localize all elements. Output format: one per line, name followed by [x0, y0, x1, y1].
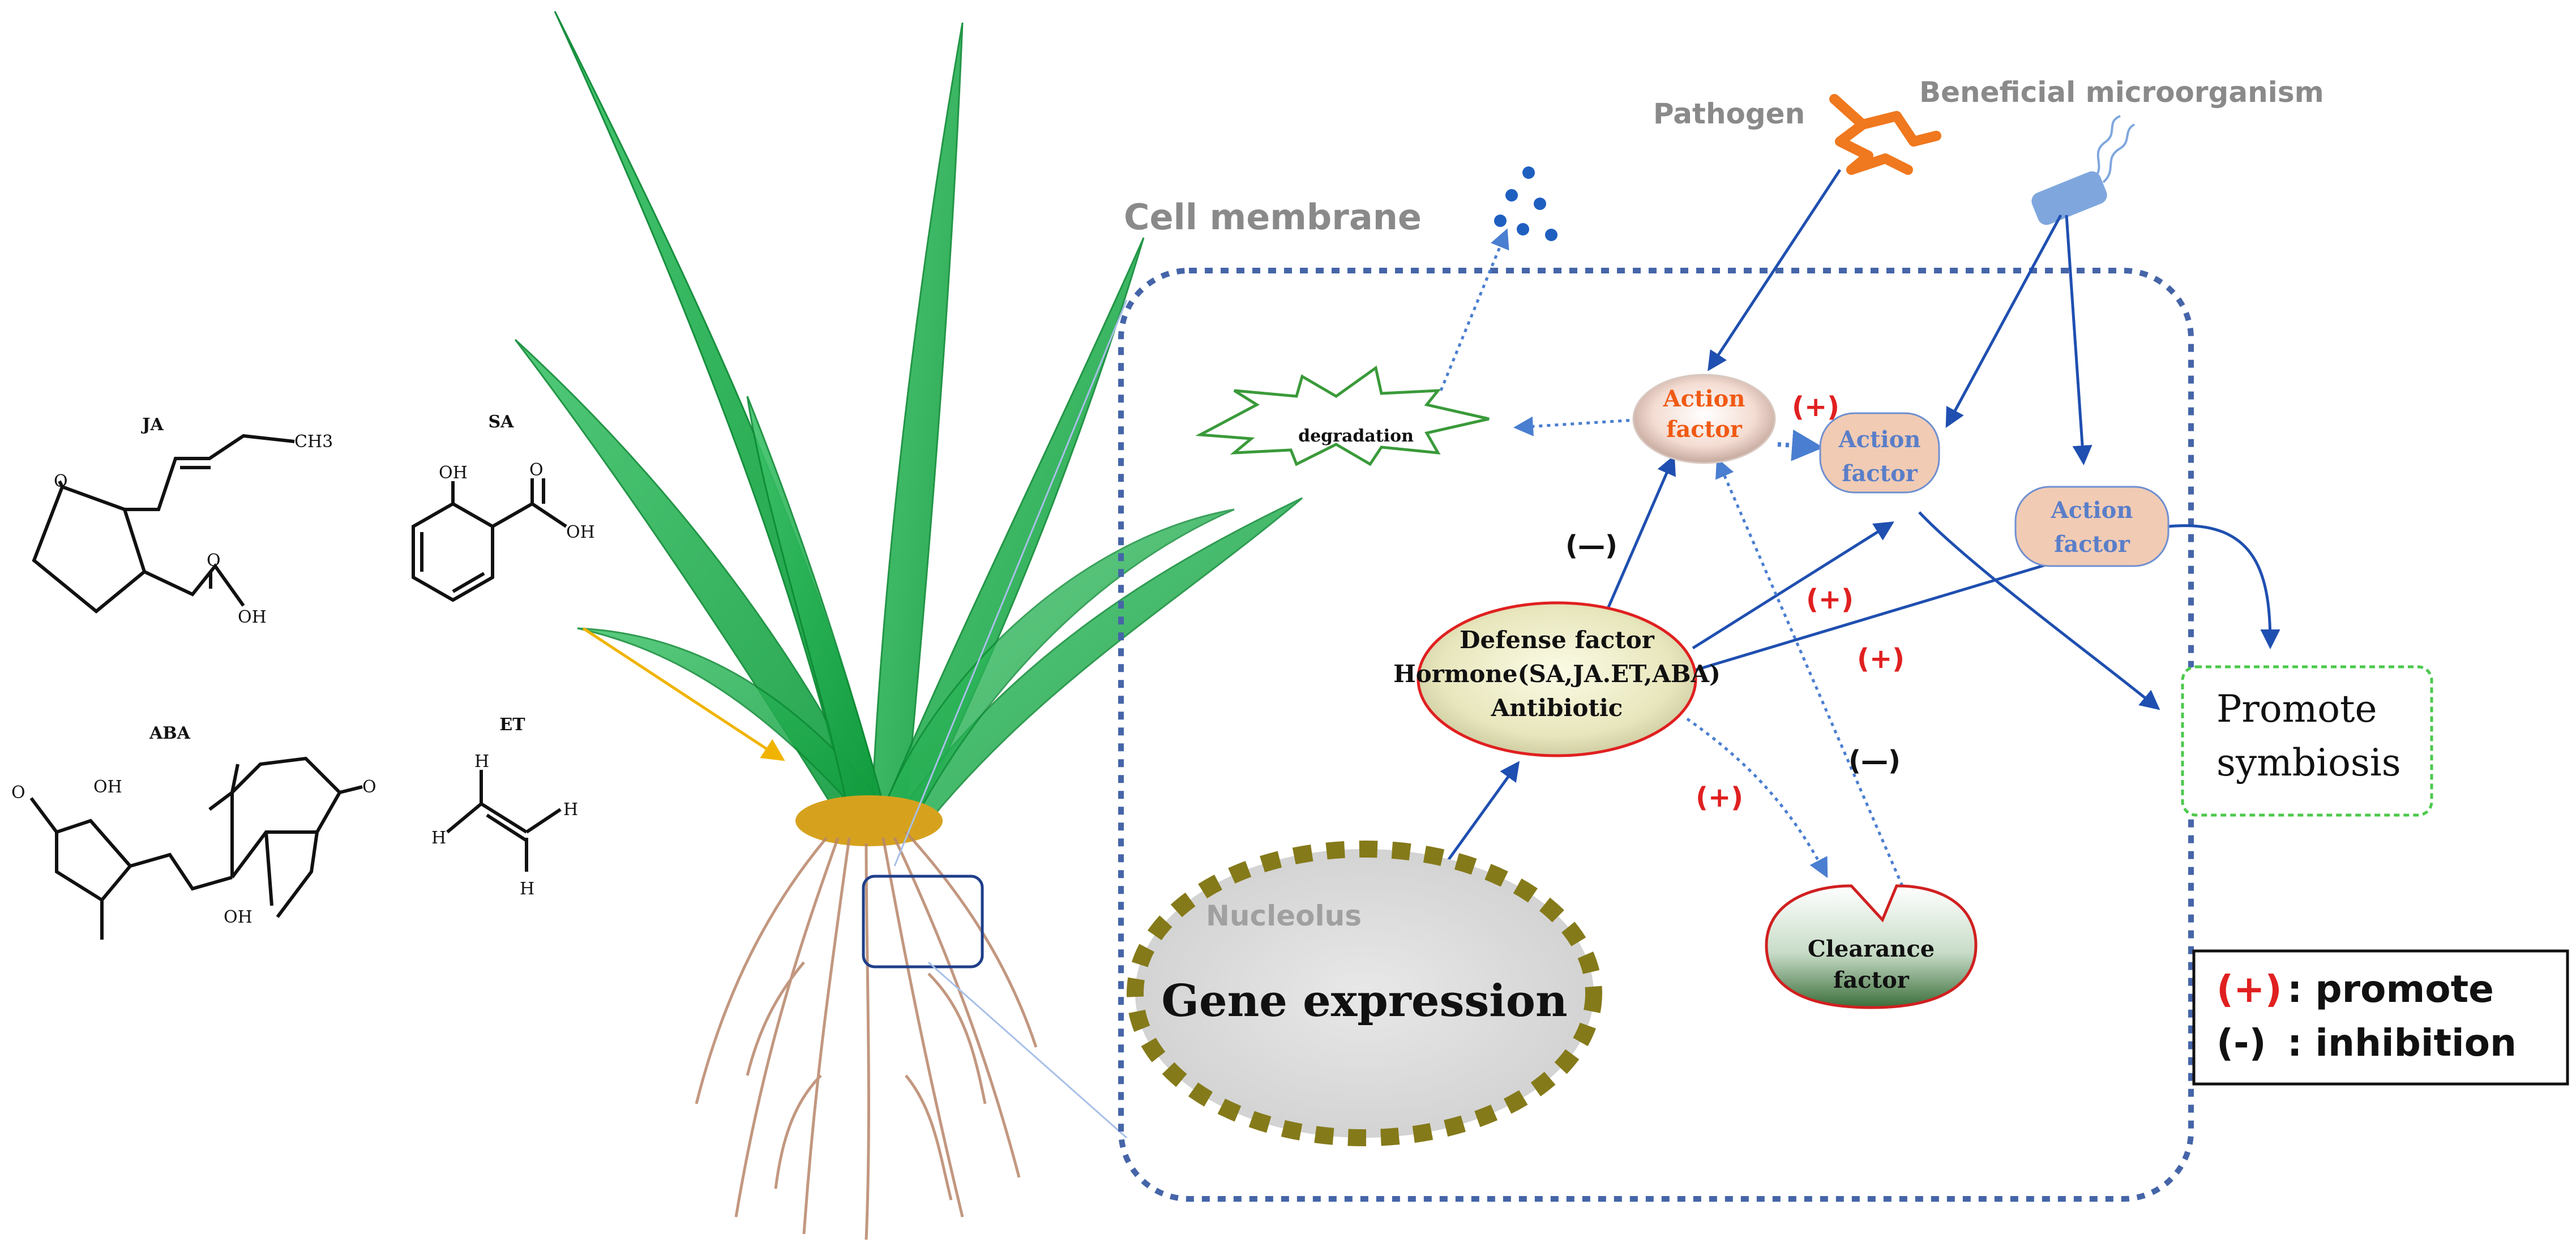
ja-atom-o-acid: O — [207, 551, 221, 571]
molecule-sa-label: SA — [489, 412, 515, 432]
signal-arrows — [1414, 169, 2280, 907]
microorganism-icon — [2031, 115, 2136, 225]
sign-plus-upper: (+) — [1806, 584, 1854, 615]
legend-box — [2192, 949, 2569, 1086]
plant-roots — [695, 831, 1038, 1240]
molecule-ja-label: JA — [140, 415, 164, 435]
action-factor-2-line2: factor — [1842, 460, 1918, 487]
nucleus — [1127, 841, 1602, 1146]
aba-atom-o-ketone: O — [362, 777, 376, 797]
clearance-factor-line2: factor — [1833, 967, 1910, 993]
arrow-pathogen-to-action1 — [1708, 169, 1842, 371]
promote-symbiosis-line1: Promote — [2216, 687, 2377, 731]
sa-atom-oh-acid: OH — [566, 522, 595, 542]
plant-illustration — [514, 11, 1303, 1240]
action-factor-3 — [2014, 486, 2170, 567]
sign-plus-clearance: (+) — [1696, 782, 1743, 813]
sign-minus-defense: (—) — [1565, 530, 1618, 562]
et-atom-h4: H — [520, 879, 534, 899]
molecule-et: ET — [446, 715, 562, 872]
sa-atom-oh: OH — [439, 463, 468, 483]
action-factor-1 — [1632, 374, 1776, 464]
action-factor-1-line2: factor — [1666, 416, 1743, 443]
et-atom-h1: H — [474, 752, 489, 772]
arrow-defense-to-action3 — [1692, 547, 2093, 672]
defense-factor — [1417, 601, 1697, 757]
leaf-pointer-arrow — [582, 627, 785, 761]
arrow-clearance-to-action1 — [1715, 457, 1904, 886]
clearance-factor-line1: Clearance — [1808, 936, 1935, 962]
et-atom-h2: H — [431, 828, 446, 848]
arrow-defense-to-action2 — [1692, 521, 1894, 650]
zoom-line-top — [893, 299, 1128, 867]
ja-atom-o: O — [54, 472, 68, 491]
aba-atom-oh-ring: OH — [224, 907, 253, 927]
legend-inhibit-text: : inhibition — [2287, 1021, 2517, 1065]
sign-plus-lower: (+) — [1857, 643, 1905, 675]
molecule-aba-label: ABA — [149, 723, 191, 743]
promote-symbiosis-box — [2181, 665, 2433, 817]
gene-expression-label: Gene expression — [1161, 975, 1567, 1027]
action-factor-3-line2: factor — [2054, 531, 2130, 558]
molecule-ja: JA — [32, 415, 295, 614]
molecule-aba: ABA — [29, 723, 363, 940]
action-factor-2-line1: Action — [1838, 426, 1921, 453]
sign-minus-clearance: (—) — [1848, 745, 1901, 777]
cell-membrane-label: Cell membrane — [1124, 196, 1422, 238]
legend-inhibit-sign: (-) — [2216, 1021, 2266, 1065]
arrow-microbe-to-action2 — [1945, 214, 2062, 428]
arrow-microbe-to-action3 — [2065, 215, 2093, 465]
aba-atom-o: O — [11, 783, 25, 803]
ja-atom-ch3: CH3 — [294, 432, 333, 452]
molecule-et-label: ET — [499, 715, 525, 735]
legend-promote-sign: (+) — [2216, 967, 2282, 1011]
et-atom-h3: H — [563, 800, 578, 820]
degradation-label: degradation — [1298, 426, 1414, 446]
defense-factor-line3: Antibiotic — [1491, 694, 1623, 722]
action-factor-2 — [1819, 412, 1940, 494]
arrow-action2-to-symbiosis — [1918, 511, 2160, 710]
arrow-degradation-to-particles — [1439, 228, 1509, 391]
pathogen-icon — [1829, 94, 1941, 175]
arrow-action1-to-degradation — [1513, 416, 1654, 436]
zoom-line-bottom — [928, 961, 1127, 1139]
cell-membrane — [1118, 268, 2194, 1202]
molecule-sa: SA — [412, 412, 567, 602]
degraded-particles — [1494, 166, 1557, 241]
action-factor-3-line1: Action — [2051, 497, 2133, 524]
sa-atom-o: O — [529, 460, 544, 480]
aba-atom-oh: OH — [93, 777, 122, 797]
plant-leaves — [514, 11, 1303, 816]
pathogen-label: Pathogen — [1653, 97, 1805, 130]
clearance-factor — [1765, 884, 1978, 1009]
arrow-defense-to-action1 — [1606, 455, 1676, 609]
nucleolus-label: Nucleolus — [1206, 899, 1362, 932]
sign-plus-action1: (+) — [1792, 391, 1839, 423]
ja-atom-oh: OH — [238, 607, 267, 627]
defense-factor-line1: Defense factor — [1460, 626, 1655, 654]
defense-factor-line2: Hormone(SA,JA.ET,ABA) — [1393, 660, 1721, 688]
action-factor-1-line1: Action — [1663, 385, 1745, 412]
promote-symbiosis-line2: symbiosis — [2216, 741, 2401, 785]
beneficial-label: Beneficial microorganism — [1919, 76, 2324, 109]
arrow-action3-to-symbiosis — [2168, 524, 2280, 649]
arrow-action1-to-action2 — [1777, 429, 1824, 461]
legend-promote-text: : promote — [2287, 967, 2494, 1011]
root-zoom-box — [862, 875, 984, 969]
degradation-burst — [1195, 365, 1490, 466]
